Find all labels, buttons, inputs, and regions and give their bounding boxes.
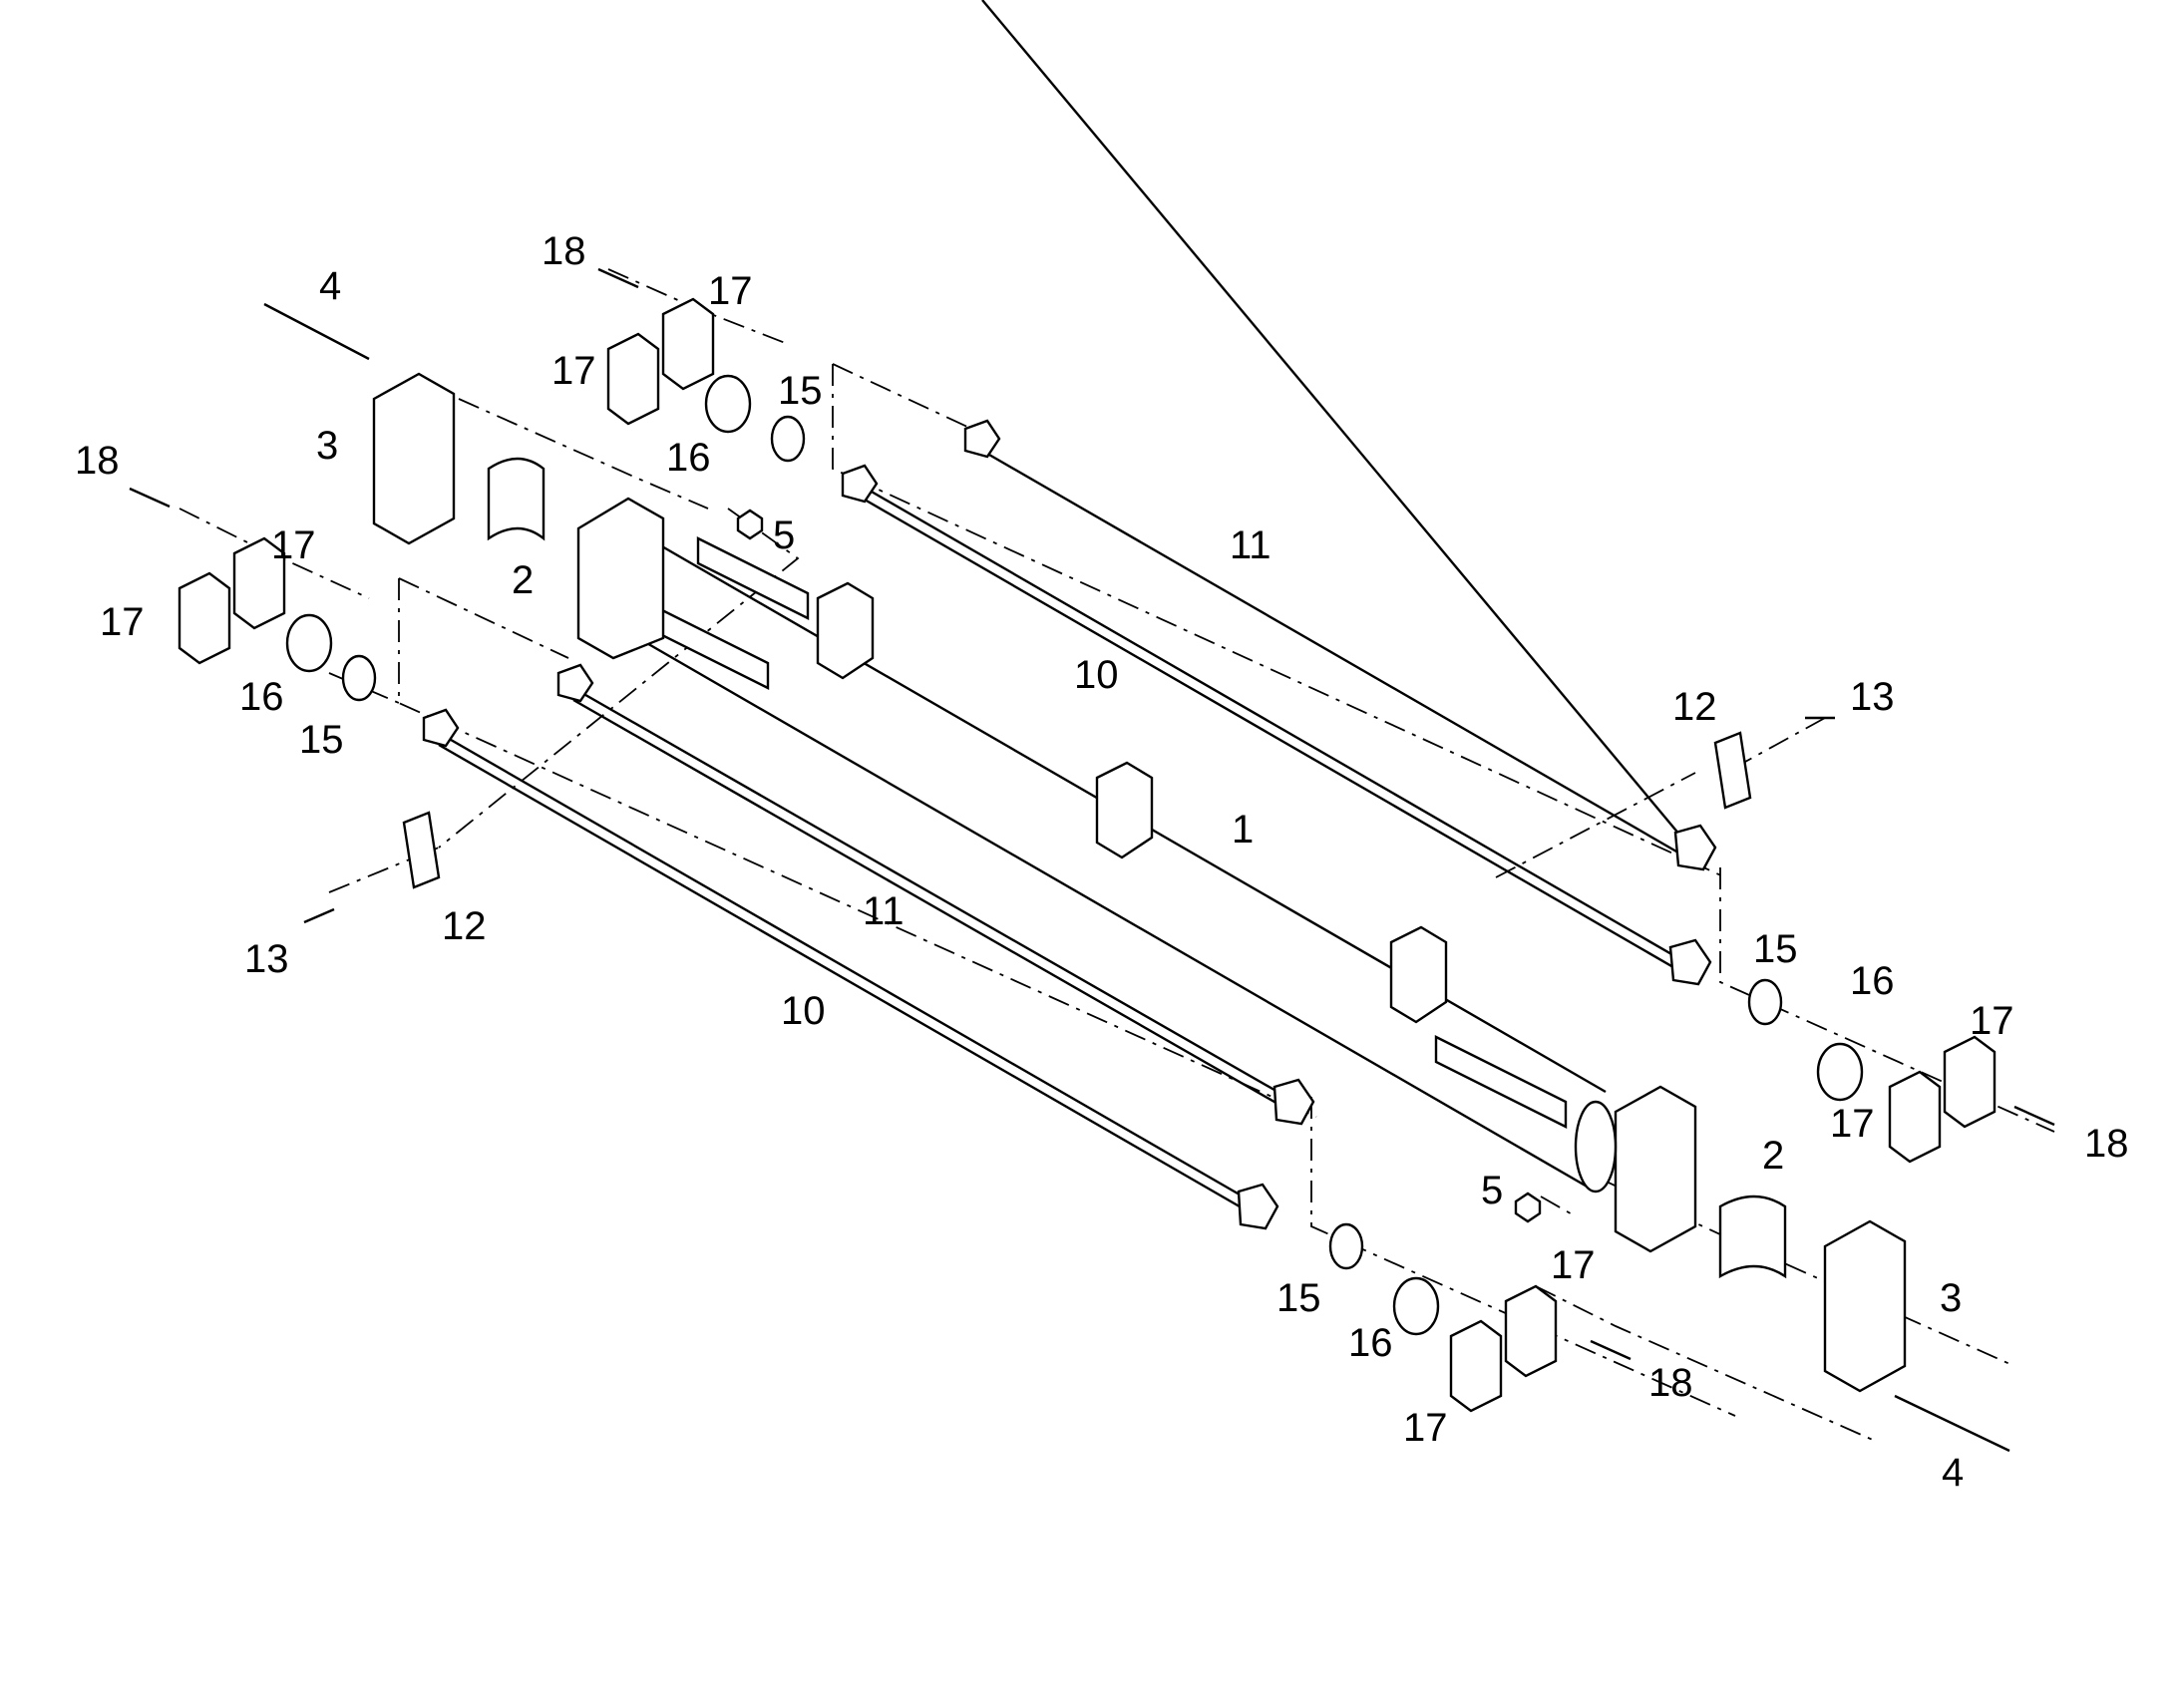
callout-17: 17 (1830, 1102, 1875, 1146)
callout-15: 15 (778, 369, 823, 413)
callout-labels: 18 4 17 17 15 16 3 2 5 18 17 17 16 15 11… (75, 229, 2129, 1495)
callout-5: 5 (773, 513, 795, 557)
callout-3: 3 (316, 424, 338, 468)
callout-16: 16 (239, 675, 284, 719)
callout-10: 10 (781, 989, 826, 1033)
callout-11: 11 (1230, 523, 1272, 567)
callout-18: 18 (75, 439, 120, 483)
callout-18: 18 (2084, 1122, 2129, 1166)
callout-11: 11 (863, 889, 905, 933)
callout-10: 10 (1074, 653, 1119, 697)
callout-15: 15 (1276, 1276, 1321, 1320)
callout-4: 4 (1942, 1451, 1964, 1495)
callout-18: 18 (542, 229, 586, 273)
callout-16: 16 (1348, 1321, 1393, 1365)
tie-rods (422, 0, 1717, 1230)
callout-16: 16 (1850, 959, 1895, 1003)
cylinder-body (576, 497, 1697, 1253)
head-caps (372, 372, 1907, 1393)
callout-13: 13 (1850, 675, 1895, 719)
callout-17: 17 (1970, 999, 2014, 1043)
callout-15: 15 (299, 718, 344, 762)
callout-5: 5 (1481, 1169, 1503, 1212)
callout-17: 17 (100, 600, 145, 644)
callout-17: 17 (551, 349, 596, 393)
callout-17: 17 (271, 523, 316, 567)
callout-2: 2 (512, 558, 534, 602)
callout-2: 2 (1762, 1134, 1784, 1178)
callout-15: 15 (1753, 927, 1798, 971)
callout-4: 4 (319, 264, 341, 308)
callout-1: 1 (1232, 808, 1254, 852)
callout-3: 3 (1940, 1276, 1962, 1320)
callout-17: 17 (1551, 1243, 1596, 1287)
callout-18: 18 (1648, 1361, 1693, 1405)
callout-16: 16 (666, 436, 711, 480)
callout-17: 17 (1403, 1406, 1448, 1450)
callout-17: 17 (708, 269, 753, 313)
callout-12: 12 (442, 904, 487, 948)
small-fittings (129, 267, 2055, 1453)
callout-12: 12 (1672, 685, 1717, 729)
callout-13: 13 (244, 937, 289, 981)
